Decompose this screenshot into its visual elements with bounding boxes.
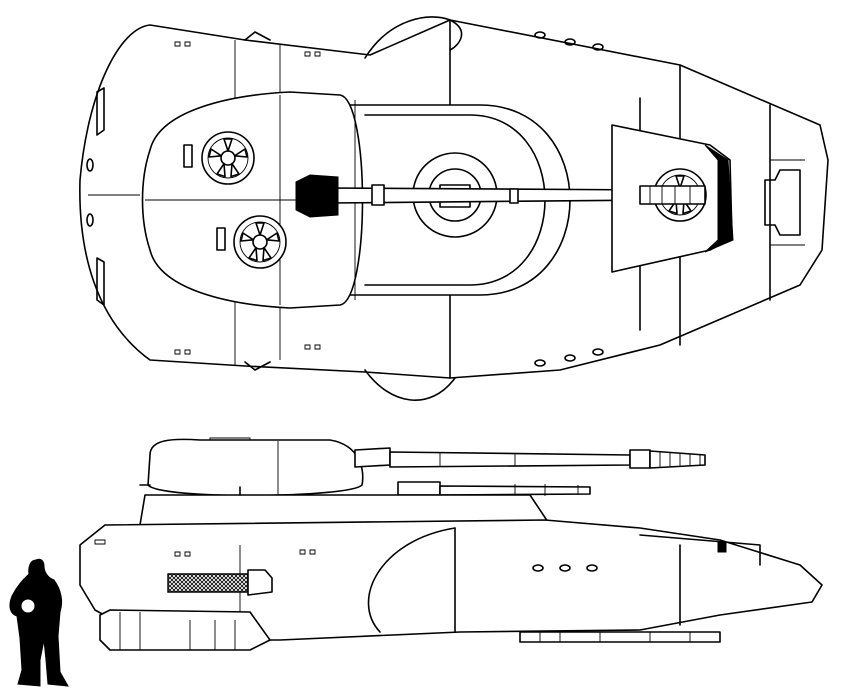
side-view	[79, 437, 823, 651]
side-cupola	[147, 438, 364, 497]
crew-hatch-bottom	[233, 215, 287, 269]
crew-hatch-top	[201, 131, 255, 185]
side-main-barrel	[354, 447, 391, 468]
side-vent-grille	[167, 573, 249, 593]
top-barrel-mantlet	[295, 174, 339, 218]
side-undercarriage	[99, 609, 271, 651]
human-scale-figure	[9, 558, 69, 687]
top-view	[79, 16, 829, 401]
